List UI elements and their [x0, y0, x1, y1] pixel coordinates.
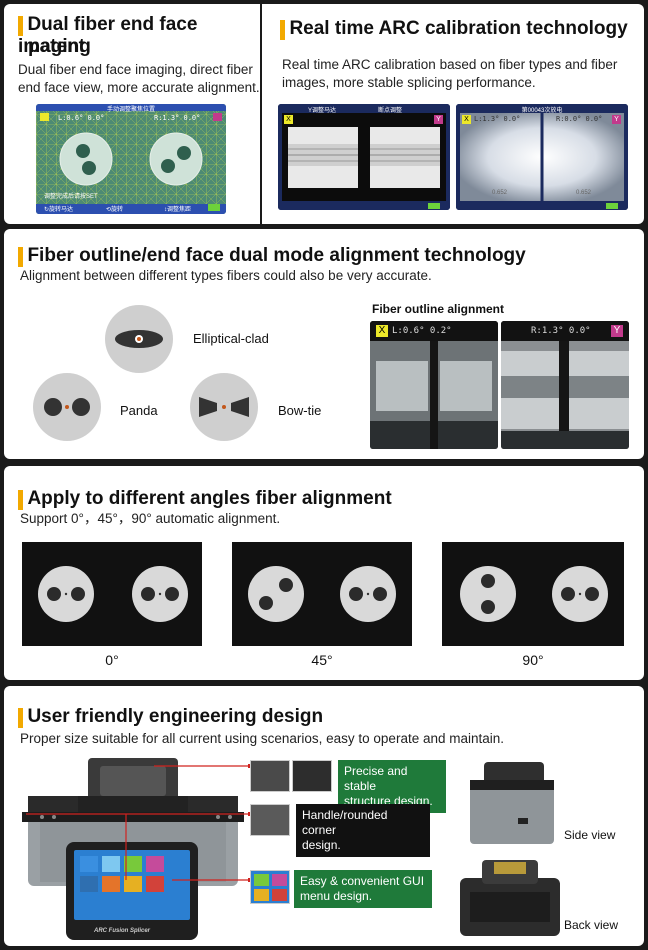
end-face-screen: 手动调整聚焦位置 L:0.6° 0.0° R:1.3° 0.0° 调整完成后请按… [36, 104, 226, 214]
angle-45-panel [232, 542, 412, 646]
panda-fiber-diagram [33, 373, 101, 441]
section-text: Proper size suitable for all current usi… [20, 731, 505, 746]
section-title: Apply to different angles fiber alignmen… [18, 488, 392, 510]
section-title: User friendly engineering design [18, 706, 323, 728]
device-brand-label: ARC Fusion Splicer [94, 928, 151, 934]
accent-bar [18, 489, 23, 510]
arc-screen-discharge: 第00043次放电 X Y L:1.3° 0.0° R:0.0° 0.0° 0.… [456, 104, 628, 210]
back-view-image [456, 856, 564, 940]
panda-label: Panda [120, 403, 158, 418]
angle-90-label: 90° [522, 652, 544, 668]
gui-menu-thumbnail [250, 870, 290, 904]
section-text: Alignment between different types fibers… [20, 268, 432, 283]
structure-thumbnail-2 [292, 760, 332, 792]
section-title: Real time ARC calibration technology [280, 18, 628, 40]
accent-bar [18, 15, 23, 36]
angle-90-panel [442, 542, 624, 646]
arc-screen-fibers: Y调整马达 断点调整 X Y [278, 104, 450, 210]
card-angle-alignment: Apply to different angles fiber alignmen… [4, 466, 644, 680]
elliptical-clad-label: Elliptical-clad [193, 331, 269, 346]
side-view-image [464, 758, 560, 846]
bow-tie-label: Bow-tie [278, 403, 322, 418]
section-title: Dual fiber end face imaging [18, 14, 198, 57]
angle-0-label: 0° [105, 652, 119, 668]
angle-45-label: 45° [311, 652, 333, 668]
section-text: Real time ARC calibration based on fiber… [282, 57, 618, 90]
angle-0-panel [22, 542, 202, 646]
back-view-label: Back view [564, 918, 619, 932]
card-dual-mode-alignment: Fiber outline/end face dual mode alignme… [4, 229, 644, 459]
accent-bar [18, 707, 23, 728]
card-arc-calibration: Real time ARC calibration technology Rea… [262, 4, 644, 224]
section-title: Fiber outline/end face dual mode alignme… [18, 245, 526, 267]
section-text: Support 0°，45°，90° automatic alignment. [20, 511, 281, 526]
fusion-splicer-front-image: ARC Fusion Splicer [18, 756, 248, 942]
handle-thumbnail [250, 804, 290, 836]
section-text: Dual fiber end face imaging, direct fibe… [18, 62, 260, 95]
side-view-label: Side view [564, 828, 616, 842]
fiber-outline-caption: Fiber outline alignment [372, 302, 505, 316]
card-end-face-imaging: Dual fiber end face imaging patent Dual … [4, 4, 260, 224]
structure-thumbnail [250, 760, 290, 792]
outline-alignment-screen-right: R:1.3° 0.0° Y [501, 321, 629, 449]
outline-alignment-screen-left: X L:0.6° 0.2° [370, 321, 498, 449]
bow-tie-fiber-diagram [190, 373, 258, 441]
accent-bar [280, 19, 285, 40]
card-engineering-design: User friendly engineering design Proper … [4, 686, 644, 946]
accent-bar [18, 246, 23, 267]
elliptical-clad-fiber-diagram [105, 305, 173, 373]
